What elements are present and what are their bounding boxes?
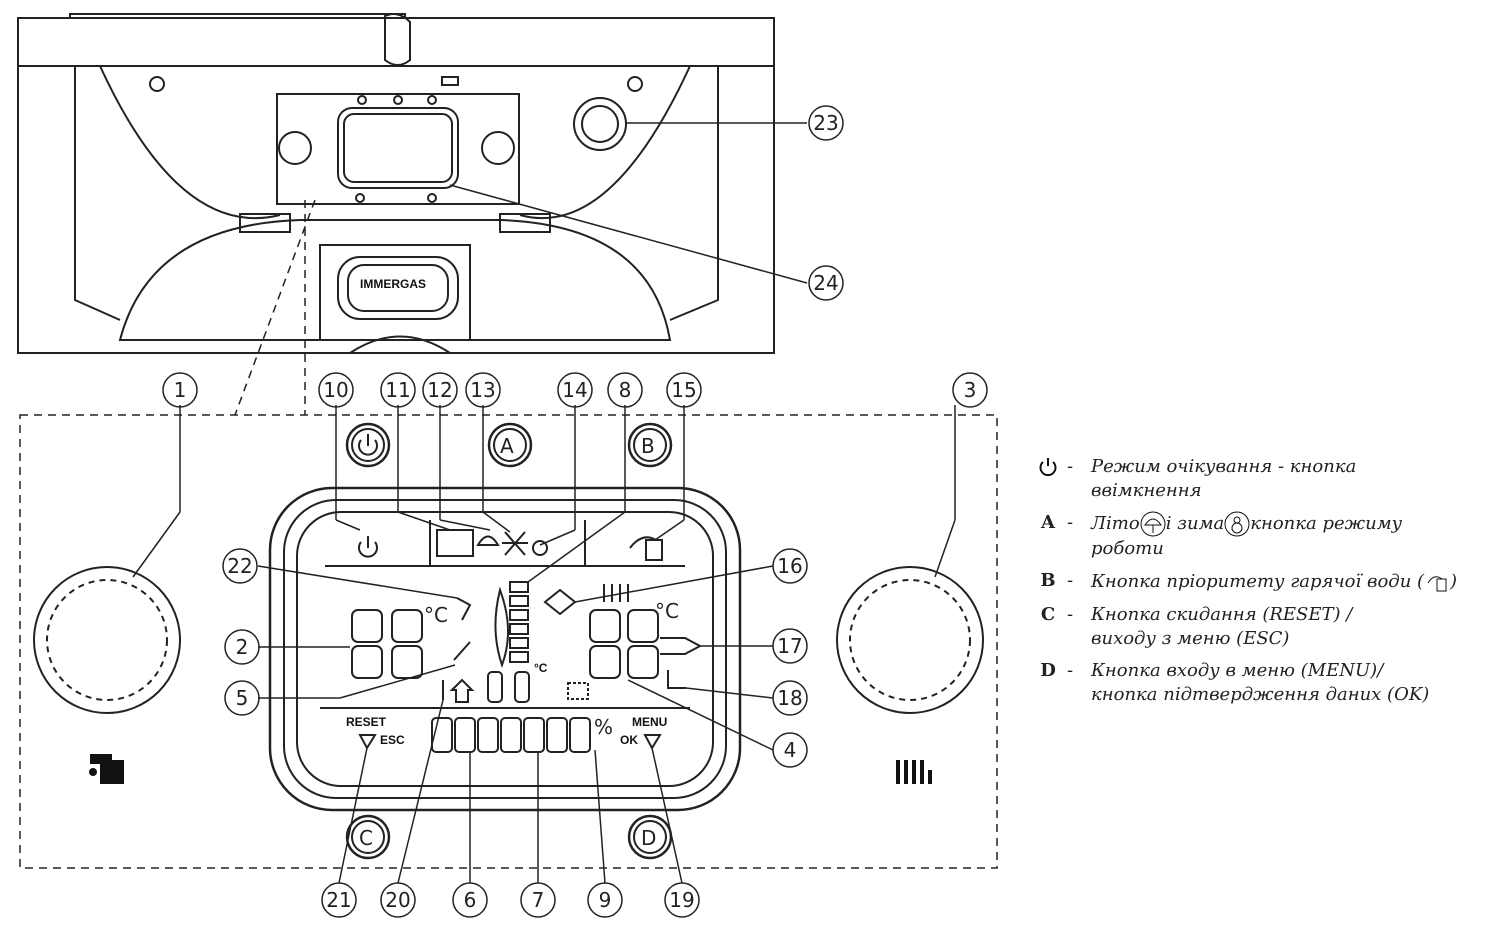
brand-logo: IMMERGAS bbox=[360, 277, 426, 291]
chimney-sweep-icon bbox=[567, 682, 589, 700]
callout-14: 14 bbox=[562, 378, 587, 402]
anti-freeze-icon bbox=[456, 597, 472, 621]
callout-20: 20 bbox=[385, 888, 410, 912]
button-c[interactable] bbox=[345, 814, 391, 860]
callout-circles bbox=[162, 105, 988, 918]
button-a[interactable] bbox=[487, 422, 533, 468]
legend-c: C - Кнопка скидання (RESET) / виходу з м… bbox=[1035, 603, 1480, 651]
button-d-label: D bbox=[641, 826, 656, 850]
callout-16: 16 bbox=[777, 554, 802, 578]
radiator-icon bbox=[896, 760, 932, 784]
boiler-front-view bbox=[17, 13, 775, 354]
callout-9: 9 bbox=[599, 888, 612, 912]
standby-symbol bbox=[358, 536, 378, 558]
standby-text-1: Режим очікування - кнопка bbox=[1091, 456, 1357, 477]
button-b[interactable] bbox=[627, 422, 673, 468]
callout-19: 19 bbox=[669, 888, 694, 912]
comfort-arrow-icon bbox=[660, 637, 703, 655]
legend-standby: - Режим очікування - кнопка ввімкнення bbox=[1035, 455, 1480, 503]
callout-3: 3 bbox=[964, 378, 977, 402]
button-a-label: A bbox=[500, 434, 514, 458]
house-icon bbox=[449, 678, 475, 703]
tap-icon bbox=[89, 754, 124, 784]
callout-13: 13 bbox=[470, 378, 495, 402]
reset-label: RESET bbox=[346, 715, 387, 729]
dhw-priority-icon bbox=[629, 536, 663, 561]
power-button[interactable] bbox=[345, 422, 391, 468]
callout-10: 10 bbox=[323, 378, 348, 402]
dhw-temperature-digits bbox=[351, 609, 423, 679]
text-line-digits bbox=[431, 717, 591, 753]
heating-unit: °C bbox=[655, 599, 679, 623]
legend-a-key: A bbox=[1041, 512, 1055, 533]
radiator-display-icon bbox=[603, 584, 629, 602]
summer-winter-frame bbox=[436, 529, 474, 557]
callout-6: 6 bbox=[464, 888, 477, 912]
legend: - Режим очікування - кнопка ввімкнення A… bbox=[1035, 455, 1480, 715]
outdoor-unit: °C bbox=[534, 661, 548, 675]
menu-label: MENU bbox=[632, 715, 667, 729]
summer-umbrella-icon bbox=[1140, 511, 1166, 537]
reset-arrow-icon bbox=[358, 734, 377, 751]
callout-5: 5 bbox=[236, 686, 249, 710]
standby-text-2: ввімкнення bbox=[1091, 480, 1202, 501]
wrench-icon bbox=[453, 641, 471, 661]
callout-12: 12 bbox=[427, 378, 452, 402]
callout-2: 2 bbox=[236, 635, 249, 659]
heating-temperature-knob[interactable] bbox=[836, 566, 984, 714]
legend-d-key: D bbox=[1040, 660, 1056, 681]
callout-11: 11 bbox=[385, 378, 410, 402]
percent-symbol: % bbox=[594, 715, 613, 739]
button-d[interactable] bbox=[627, 814, 673, 860]
dhw-priority-icon bbox=[1427, 576, 1447, 592]
callout-24: 24 bbox=[813, 271, 838, 295]
callout-4: 4 bbox=[784, 738, 797, 762]
expanded-panel-outline bbox=[19, 199, 998, 869]
callout-numbers: 1 2 3 4 5 6 7 8 9 10 11 12 13 14 15 16 1… bbox=[174, 111, 977, 912]
leader-lines bbox=[132, 122, 956, 884]
standby-key-icon bbox=[1035, 455, 1061, 484]
callout-18: 18 bbox=[777, 686, 802, 710]
legend-d: D - Кнопка входу в меню (MENU)/ кнопка п… bbox=[1035, 659, 1480, 707]
heating-temperature-digits bbox=[589, 609, 659, 679]
external-probe-icon bbox=[543, 588, 577, 616]
button-b-label: B bbox=[641, 434, 655, 458]
callout-1: 1 bbox=[174, 378, 187, 402]
summer-umbrella-icon bbox=[476, 535, 500, 546]
legend-b: B - Кнопка пріоритету гарячої води () bbox=[1035, 569, 1480, 595]
winter-snowman-icon bbox=[1224, 511, 1250, 537]
display-housing bbox=[268, 486, 742, 812]
flame-power-bars bbox=[509, 581, 529, 663]
callout-23: 23 bbox=[813, 111, 838, 135]
callout-17: 17 bbox=[777, 634, 802, 658]
ok-label: OK bbox=[620, 733, 638, 747]
button-c-label: C bbox=[359, 826, 373, 850]
esc-label: ESC bbox=[380, 733, 405, 747]
power-icon bbox=[358, 434, 378, 456]
snowflake-icon bbox=[502, 531, 528, 556]
climate-curve-icon bbox=[667, 670, 686, 689]
callout-22: 22 bbox=[227, 554, 252, 578]
callout-21: 21 bbox=[326, 888, 351, 912]
dhw-unit: °C bbox=[424, 603, 448, 627]
callout-7: 7 bbox=[532, 888, 545, 912]
legend-b-key: B bbox=[1040, 570, 1056, 591]
dhw-temperature-knob[interactable] bbox=[33, 566, 181, 714]
callout-15: 15 bbox=[671, 378, 696, 402]
legend-c-key: C bbox=[1040, 604, 1056, 625]
flame-icon bbox=[494, 586, 510, 668]
menu-arrow-icon bbox=[643, 734, 662, 751]
winter-snowman-icon bbox=[532, 540, 548, 556]
callout-8: 8 bbox=[619, 378, 632, 402]
outdoor-temperature-digits bbox=[487, 671, 530, 703]
